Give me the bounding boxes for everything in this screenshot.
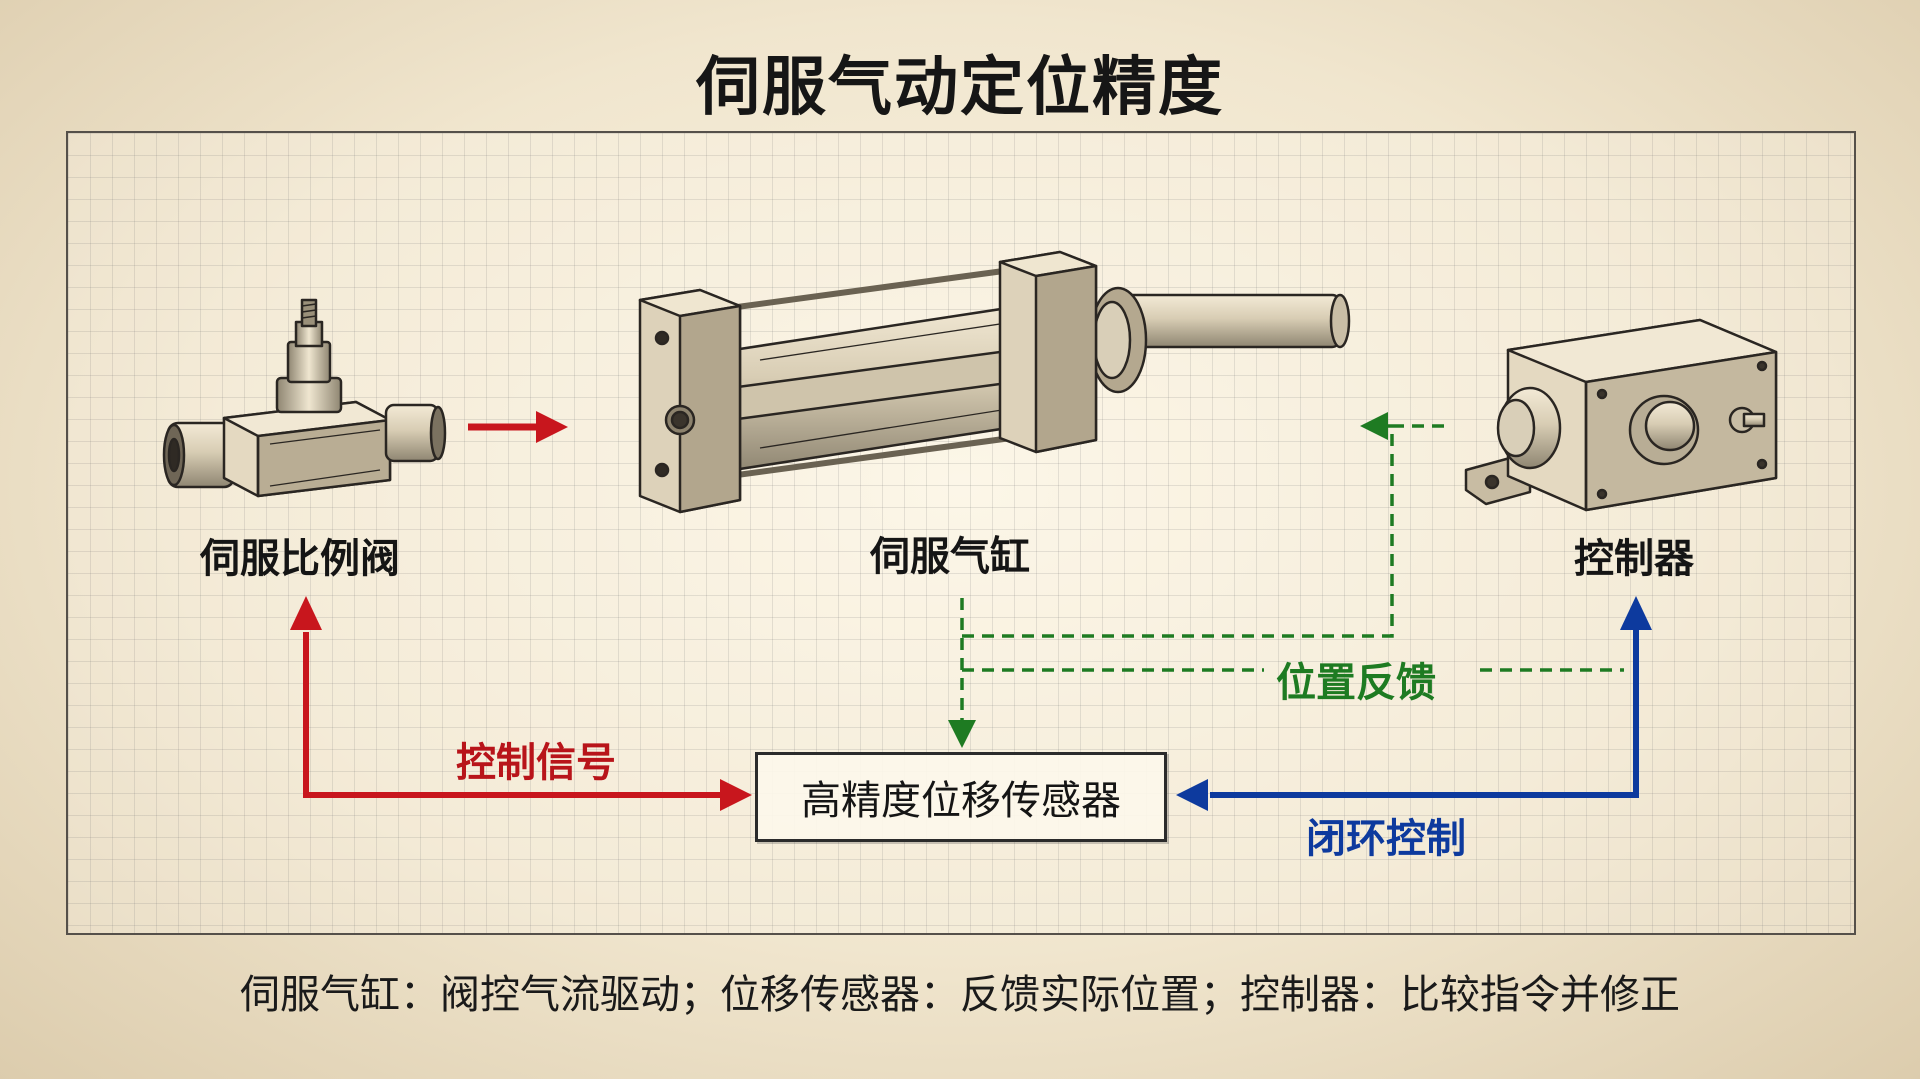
position-feedback-label: 位置反馈 [1276, 660, 1436, 706]
sensor-label: 高精度位移传感器 [801, 778, 1121, 824]
control-signal-arrow [290, 596, 752, 811]
valve-to-cylinder-arrow [468, 411, 568, 443]
feedback-arrowhead-down [948, 720, 976, 748]
closed-loop-label: 闭环控制 [1306, 816, 1466, 862]
feedback-arrowhead-left [1360, 412, 1388, 440]
closed-loop-arrow [1176, 596, 1652, 811]
valve-label: 伺服比例阀 [200, 536, 400, 582]
cylinder-label: 伺服气缸 [870, 534, 1030, 580]
control-signal-label: 控制信号 [456, 740, 616, 786]
controller-label: 控制器 [1574, 536, 1694, 582]
diagram-title: 伺服气动定位精度 [696, 51, 1224, 125]
diagram-caption: 伺服气缸：阀控气流驱动；位移传感器：反馈实际位置；控制器：比较指令并修正 [240, 972, 1680, 1018]
controller-box-icon [1464, 318, 1778, 512]
proportional-valve-icon [162, 298, 447, 498]
displacement-sensor-box: 高精度位移传感器 [755, 752, 1167, 842]
pneumatic-cylinder-icon [638, 250, 1351, 514]
